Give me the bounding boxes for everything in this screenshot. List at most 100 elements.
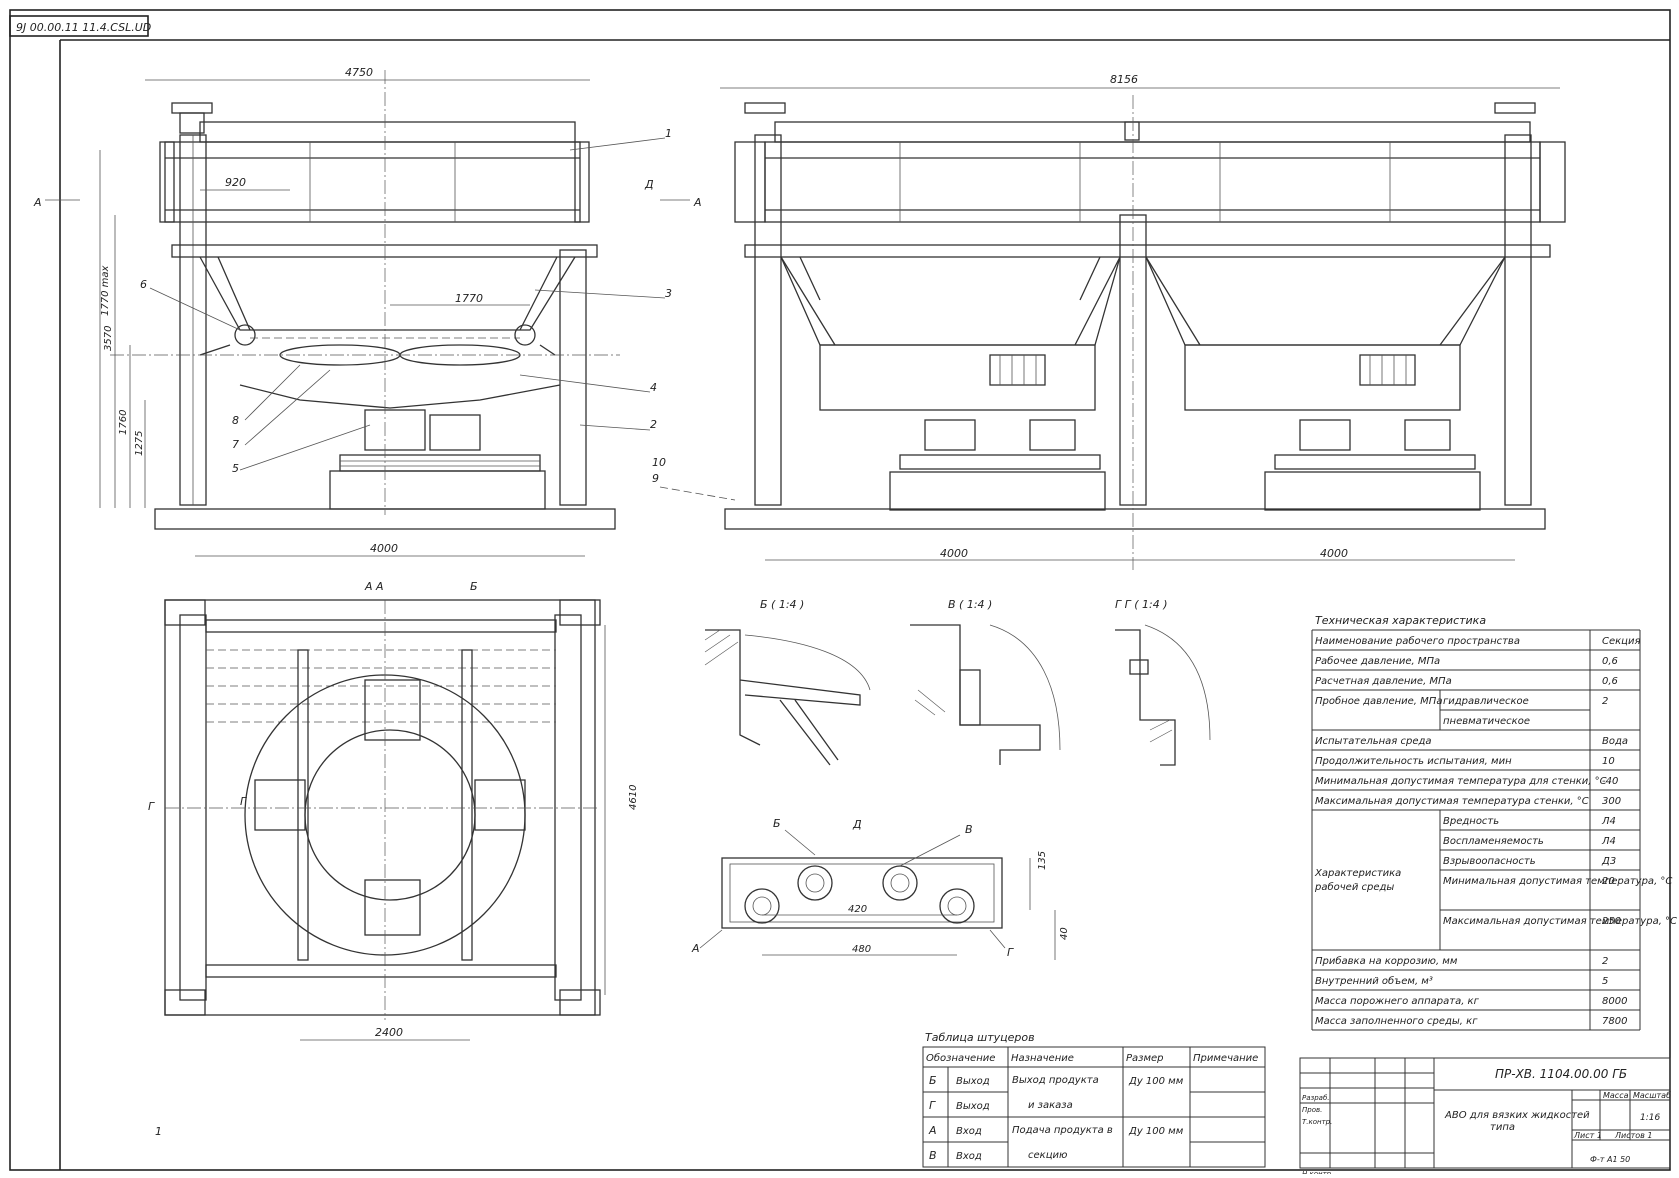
detail-V: В ( 1:4 ) [910, 598, 1061, 765]
section-AA-label: А А [364, 580, 384, 593]
motor-frame [339, 454, 541, 472]
dim-right-4000a: 4000 [940, 547, 968, 560]
callout-9: 9 [652, 472, 659, 485]
tech-row-name: Пробное давление, МПа [1315, 695, 1442, 707]
hopper-left [199, 256, 576, 331]
detail-G-title: Г Г ( 1:4 ) [1115, 598, 1168, 611]
callout-8: 8 [232, 414, 239, 427]
tb-role: Пров. [1302, 1106, 1322, 1114]
nozzle-plate [721, 857, 1003, 929]
tech-row2-value: 5 [1602, 976, 1608, 987]
nozzle-header: Примечание [1193, 1053, 1258, 1064]
tech-row-name: Наименование рабочего пространства [1315, 635, 1520, 647]
tech-row2-name: Масса заполненного среды, кг [1315, 1016, 1478, 1027]
tb-sheets: Листов 1 [1614, 1131, 1653, 1140]
nozzle-purpose: и заказа [1028, 1100, 1073, 1111]
fan-hub-plan [304, 729, 476, 901]
tech-row-name: Расчетная давление, МПа [1315, 676, 1452, 687]
tech-group-value: Д3 [1601, 856, 1616, 867]
tech-row2-value: 8000 [1602, 996, 1627, 1007]
header-top [199, 121, 576, 143]
front-view-right: 8156 4000 4000 [720, 73, 1566, 570]
tech-row-value: 0,6 [1602, 676, 1618, 687]
tech-row-value: 0,6 [1602, 656, 1618, 667]
tech-row2-value: 2 [1602, 956, 1608, 967]
page-mark: 1 [155, 1125, 162, 1138]
tech-row-name: Испытательная среда [1315, 736, 1432, 747]
nozzle-type: Выход [956, 1076, 990, 1087]
col-r3 [1504, 134, 1532, 506]
nozzle-header: Обозначение [926, 1052, 995, 1064]
tech-group-value: 250 [1602, 916, 1621, 927]
hopper-bay-2 [1184, 344, 1461, 411]
dim-1770max: 1770 max [100, 266, 111, 316]
dim-920: 920 [225, 176, 246, 189]
callout-7: 7 [232, 438, 239, 451]
tb-scale: Масштаб [1633, 1091, 1671, 1100]
tb-role: Н.контр. [1302, 1170, 1333, 1174]
arrow-D: Д [644, 178, 654, 191]
nozzle-table-title: Таблица штуцеров [925, 1031, 1035, 1044]
tech-row-name: Рабочее давление, МПа [1315, 655, 1440, 667]
nozzle-purpose: секцию [1028, 1150, 1067, 1161]
tech-row-value: Секция [1602, 636, 1641, 647]
column-right [559, 249, 587, 506]
sheet-frame [9, 9, 1671, 1171]
detail-B-title: Б ( 1:4 ) [760, 598, 804, 611]
callout-5: 5 [232, 462, 239, 475]
tech-title: Техническая характеристика [1315, 614, 1486, 627]
tech-row-value: 2 [1602, 696, 1608, 707]
tech-group-title: Характеристика [1314, 868, 1401, 879]
tech-group-name: Минимальная допустимая температура, °С [1443, 876, 1672, 887]
arrow-A-left: А [33, 196, 42, 209]
dim-1275: 1275 [134, 431, 145, 456]
arrow-G-right: Г [240, 795, 247, 808]
nozzle-B [797, 865, 833, 901]
doc-code: ПР-ХВ. 1104.00.00 ГБ [1495, 1067, 1627, 1081]
pivot-right [514, 324, 536, 346]
nozzle-purpose: Подача продукта в [1012, 1125, 1113, 1136]
tech-group-name: Вредность [1443, 816, 1499, 827]
tech-row-name: Минимальная допустимая температура для с… [1315, 776, 1607, 787]
tb-format: Ф-т А1 50 [1590, 1155, 1630, 1164]
detail-V-title: В ( 1:4 ) [948, 598, 992, 611]
nozzle-label-V: В [965, 823, 973, 836]
detail-V-geom [910, 624, 1041, 765]
col-r1 [754, 134, 782, 506]
nozzle-mark: Б [929, 1074, 937, 1087]
nozzle-purpose: Выход продукта [1012, 1075, 1099, 1086]
nozzle-type: Вход [956, 1126, 982, 1137]
plan-column-left [179, 614, 207, 1001]
tech-row-name: Продолжительность испытания, мин [1315, 756, 1512, 767]
tech-row2-name: Внутренний объем, м³ [1315, 975, 1433, 987]
detail-B-geom [705, 629, 861, 746]
nozzle-mark: Г [929, 1099, 936, 1112]
dim-4000: 4000 [370, 542, 398, 555]
tech-group-value: Л4 [1601, 816, 1616, 827]
tech-row-value: -40 [1602, 776, 1618, 787]
plan-outline [164, 599, 596, 1016]
hopper-bay-1 [819, 344, 1096, 411]
pivot-left [234, 324, 256, 346]
nozzle-label-A: А [691, 942, 700, 955]
tech-group-title: рабочей среды [1314, 881, 1394, 893]
tech-row-value: Вода [1602, 736, 1628, 747]
dim-420: 420 [848, 904, 867, 915]
tb-sheet: Лист 1 [1573, 1131, 1602, 1140]
tech-group-name: Воспламеняемость [1443, 836, 1544, 847]
tech-row-sub: пневматическое [1443, 716, 1530, 727]
callout-3: 3 [665, 287, 672, 300]
tech-row2-value: 7800 [1602, 1016, 1627, 1027]
nozzle-size: Ду 100 мм [1128, 1126, 1184, 1137]
dim-2400: 2400 [375, 1026, 403, 1039]
detail-D-title: Д [852, 818, 862, 831]
base-plate-left [154, 508, 616, 530]
tech-row2-name: Прибавка на коррозию, мм [1315, 955, 1458, 967]
detail-D: Д Б В А Г 420 480 135 40 [691, 817, 1070, 960]
tb-role: Разраб. [1302, 1094, 1330, 1102]
arrow-B: Б [470, 580, 478, 593]
stamp-code: 9J 00.00.11 11.4.CSL.UD [16, 21, 151, 34]
